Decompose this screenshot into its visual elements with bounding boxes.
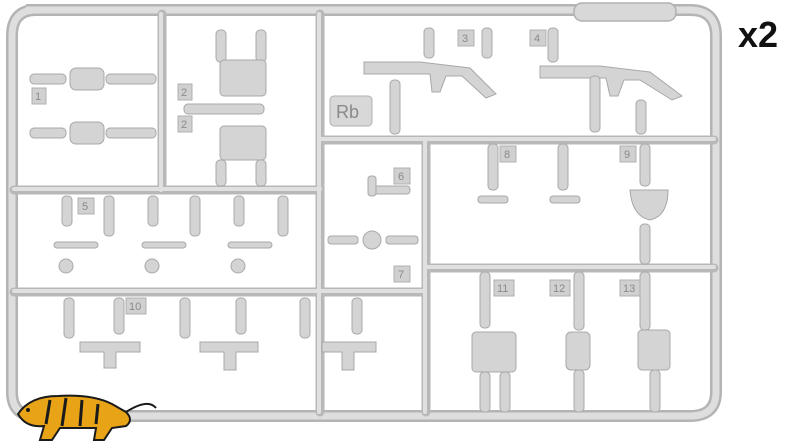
part-number-13: 13 [623, 283, 635, 295]
part-number-6: 6 [398, 171, 404, 183]
part-number-11: 11 [497, 283, 508, 295]
part-number-8: 8 [504, 149, 510, 161]
part-number-10: 10 [129, 301, 141, 313]
part-number-3: 3 [462, 33, 468, 45]
part-number-tags: 1 2 2 3 4 5 6 7 8 9 10 11 12 13 Rb [31, 29, 641, 315]
part-number-2b: 2 [181, 119, 187, 131]
tiger-logo-icon [16, 394, 157, 441]
part-number-2a: 2 [181, 87, 187, 99]
part-number-12: 12 [553, 283, 565, 295]
sprue-code: Rb [336, 102, 359, 122]
part-number-1: 1 [35, 91, 41, 103]
part-number-4: 4 [534, 33, 540, 45]
part-number-7: 7 [398, 269, 404, 281]
quantity-label: x2 [738, 14, 779, 55]
part-number-5: 5 [82, 201, 88, 213]
sprue-runners [9, 9, 719, 417]
part-number-9: 9 [624, 149, 630, 161]
sprue-gates [29, 27, 684, 413]
